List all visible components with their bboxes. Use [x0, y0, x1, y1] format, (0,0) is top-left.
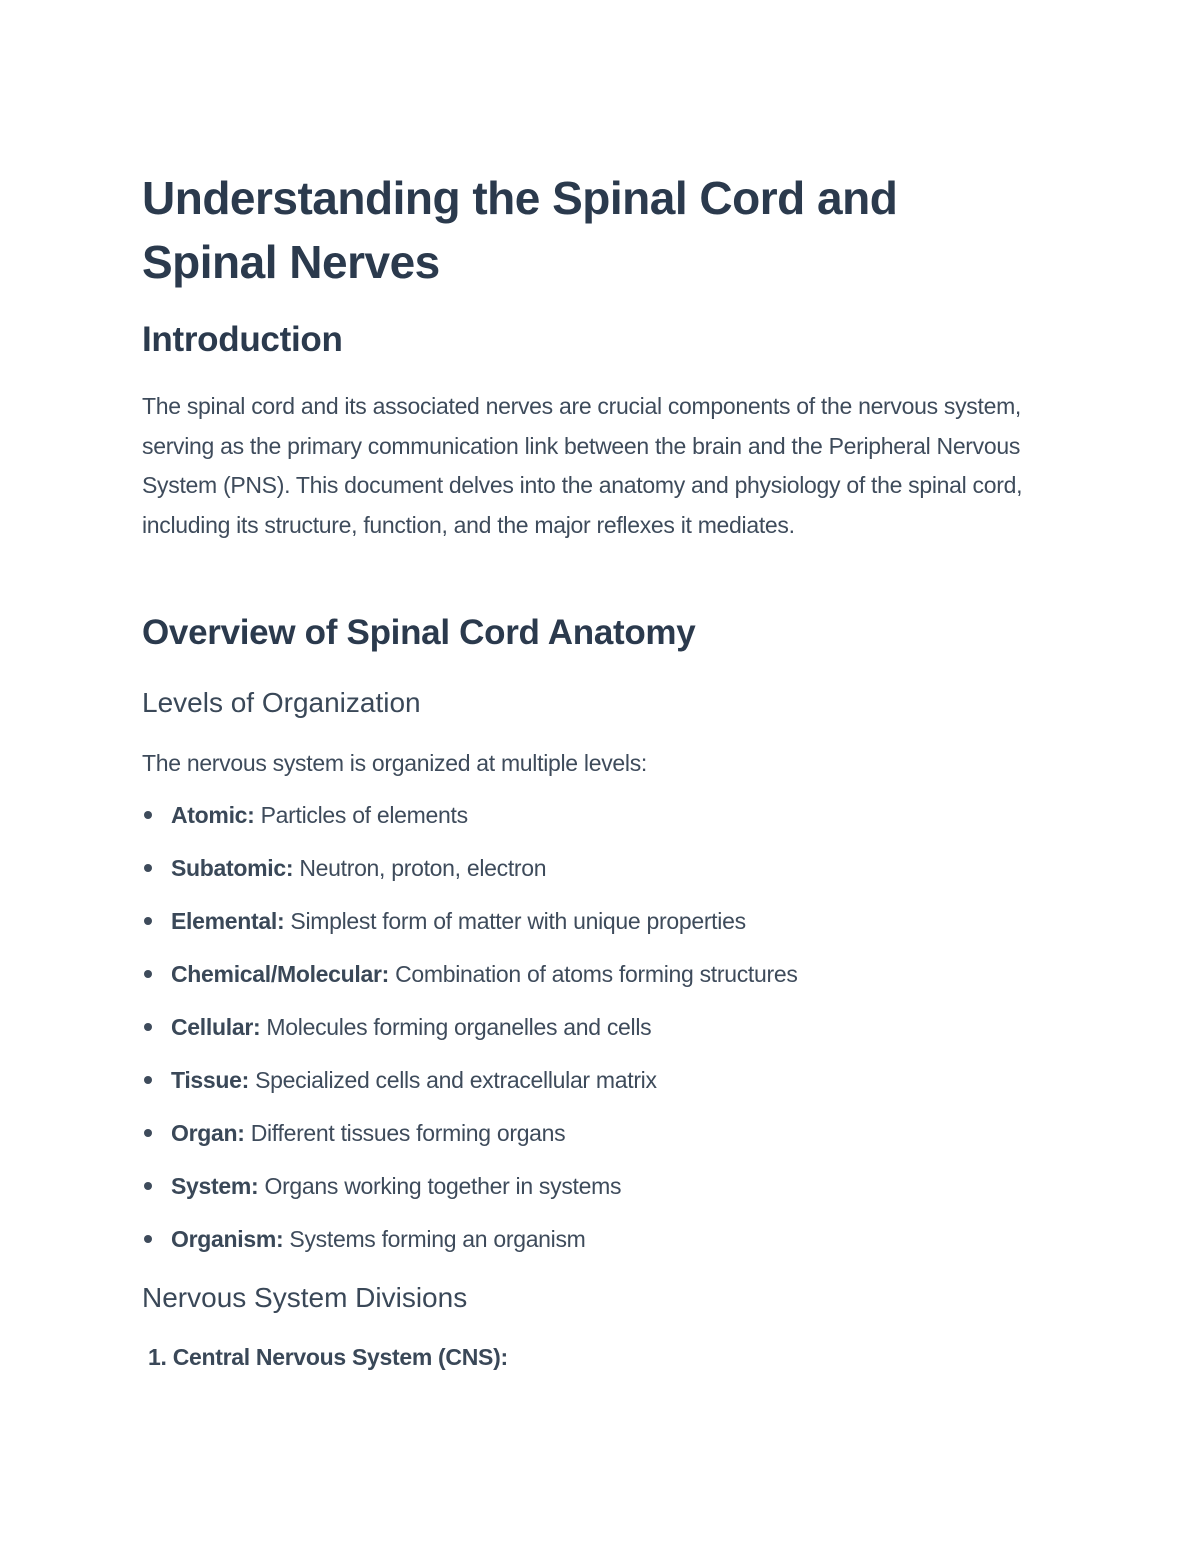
- levels-of-organization-heading: Levels of Organization: [142, 687, 421, 718]
- list-item: Chemical/Molecular: Combination of atoms…: [142, 959, 798, 1012]
- ordered-list-item: 1. Central Nervous System (CNS):: [148, 1342, 508, 1372]
- bullet-icon: [144, 1129, 152, 1137]
- list-item: System: Organs working together in syste…: [142, 1171, 798, 1224]
- term-colon: :: [247, 802, 255, 828]
- overview-heading: Overview of Spinal Cord Anatomy: [142, 613, 696, 652]
- list-item-term: Organism: [171, 1226, 276, 1252]
- list-item-label: Central Nervous System (CNS):: [172, 1344, 508, 1370]
- list-item-description: Particles of elements: [260, 802, 468, 828]
- list-item-number: 1.: [148, 1344, 167, 1370]
- list-item: Cellular: Molecules forming organelles a…: [142, 1012, 798, 1065]
- term-colon: :: [276, 908, 285, 934]
- term-colon: :: [252, 1014, 261, 1040]
- bullet-icon: [144, 970, 152, 978]
- term-colon: :: [251, 1173, 259, 1199]
- bullet-icon: [144, 864, 152, 872]
- term-colon: :: [241, 1067, 250, 1093]
- introduction-heading: Introduction: [142, 320, 343, 359]
- list-item: Organ: Different tissues forming organs: [142, 1118, 798, 1171]
- bullet-icon: [144, 1235, 152, 1243]
- list-item: Subatomic: Neutron, proton, electron: [142, 853, 798, 906]
- term-colon: :: [381, 961, 390, 987]
- bullet-icon: [144, 1076, 152, 1084]
- list-item-term: Atomic: [171, 802, 248, 828]
- list-item: Organism: Systems forming an organism: [142, 1224, 798, 1277]
- bullet-icon: [144, 917, 152, 925]
- list-item-description: Molecules forming organelles and cells: [266, 1014, 652, 1040]
- list-item-description: Combination of atoms forming structures: [395, 961, 798, 987]
- nervous-system-divisions-heading: Nervous System Divisions: [142, 1282, 468, 1313]
- list-item-term: Organ: [171, 1120, 238, 1146]
- list-item-term: Tissue: [171, 1067, 242, 1093]
- list-item-term: Chemical/Molecular: [171, 961, 382, 987]
- levels-list: Atomic: Particles of elements Subatomic:…: [142, 800, 798, 1277]
- list-item-description: Different tissues forming organs: [250, 1120, 566, 1146]
- list-item: Tissue: Specialized cells and extracellu…: [142, 1065, 798, 1118]
- list-item: Atomic: Particles of elements: [142, 800, 798, 853]
- list-item-description: Organs working together in systems: [264, 1173, 622, 1199]
- levels-lead-text: The nervous system is organized at multi…: [142, 750, 647, 776]
- list-item-description: Simplest form of matter with unique prop…: [290, 908, 746, 934]
- list-item-term: Elemental: [171, 908, 277, 934]
- list-item-description: Specialized cells and extracellular matr…: [255, 1067, 657, 1093]
- list-item-term: Cellular: [171, 1014, 253, 1040]
- term-colon: :: [285, 855, 294, 881]
- list-item-description: Neutron, proton, electron: [299, 855, 547, 881]
- list-item-term: System: [171, 1173, 252, 1199]
- introduction-paragraph: The spinal cord and its associated nerve…: [142, 393, 1023, 538]
- list-item-term: Subatomic: [171, 855, 286, 881]
- list-item: Elemental: Simplest form of matter with …: [142, 906, 798, 959]
- bullet-icon: [144, 811, 152, 819]
- list-item-description: Systems forming an organism: [289, 1226, 586, 1252]
- term-colon: :: [275, 1226, 284, 1252]
- bullet-icon: [144, 1023, 152, 1031]
- bullet-icon: [144, 1182, 152, 1190]
- term-colon: :: [237, 1120, 245, 1146]
- document-title: Understanding the Spinal Cord and Spinal…: [142, 172, 898, 288]
